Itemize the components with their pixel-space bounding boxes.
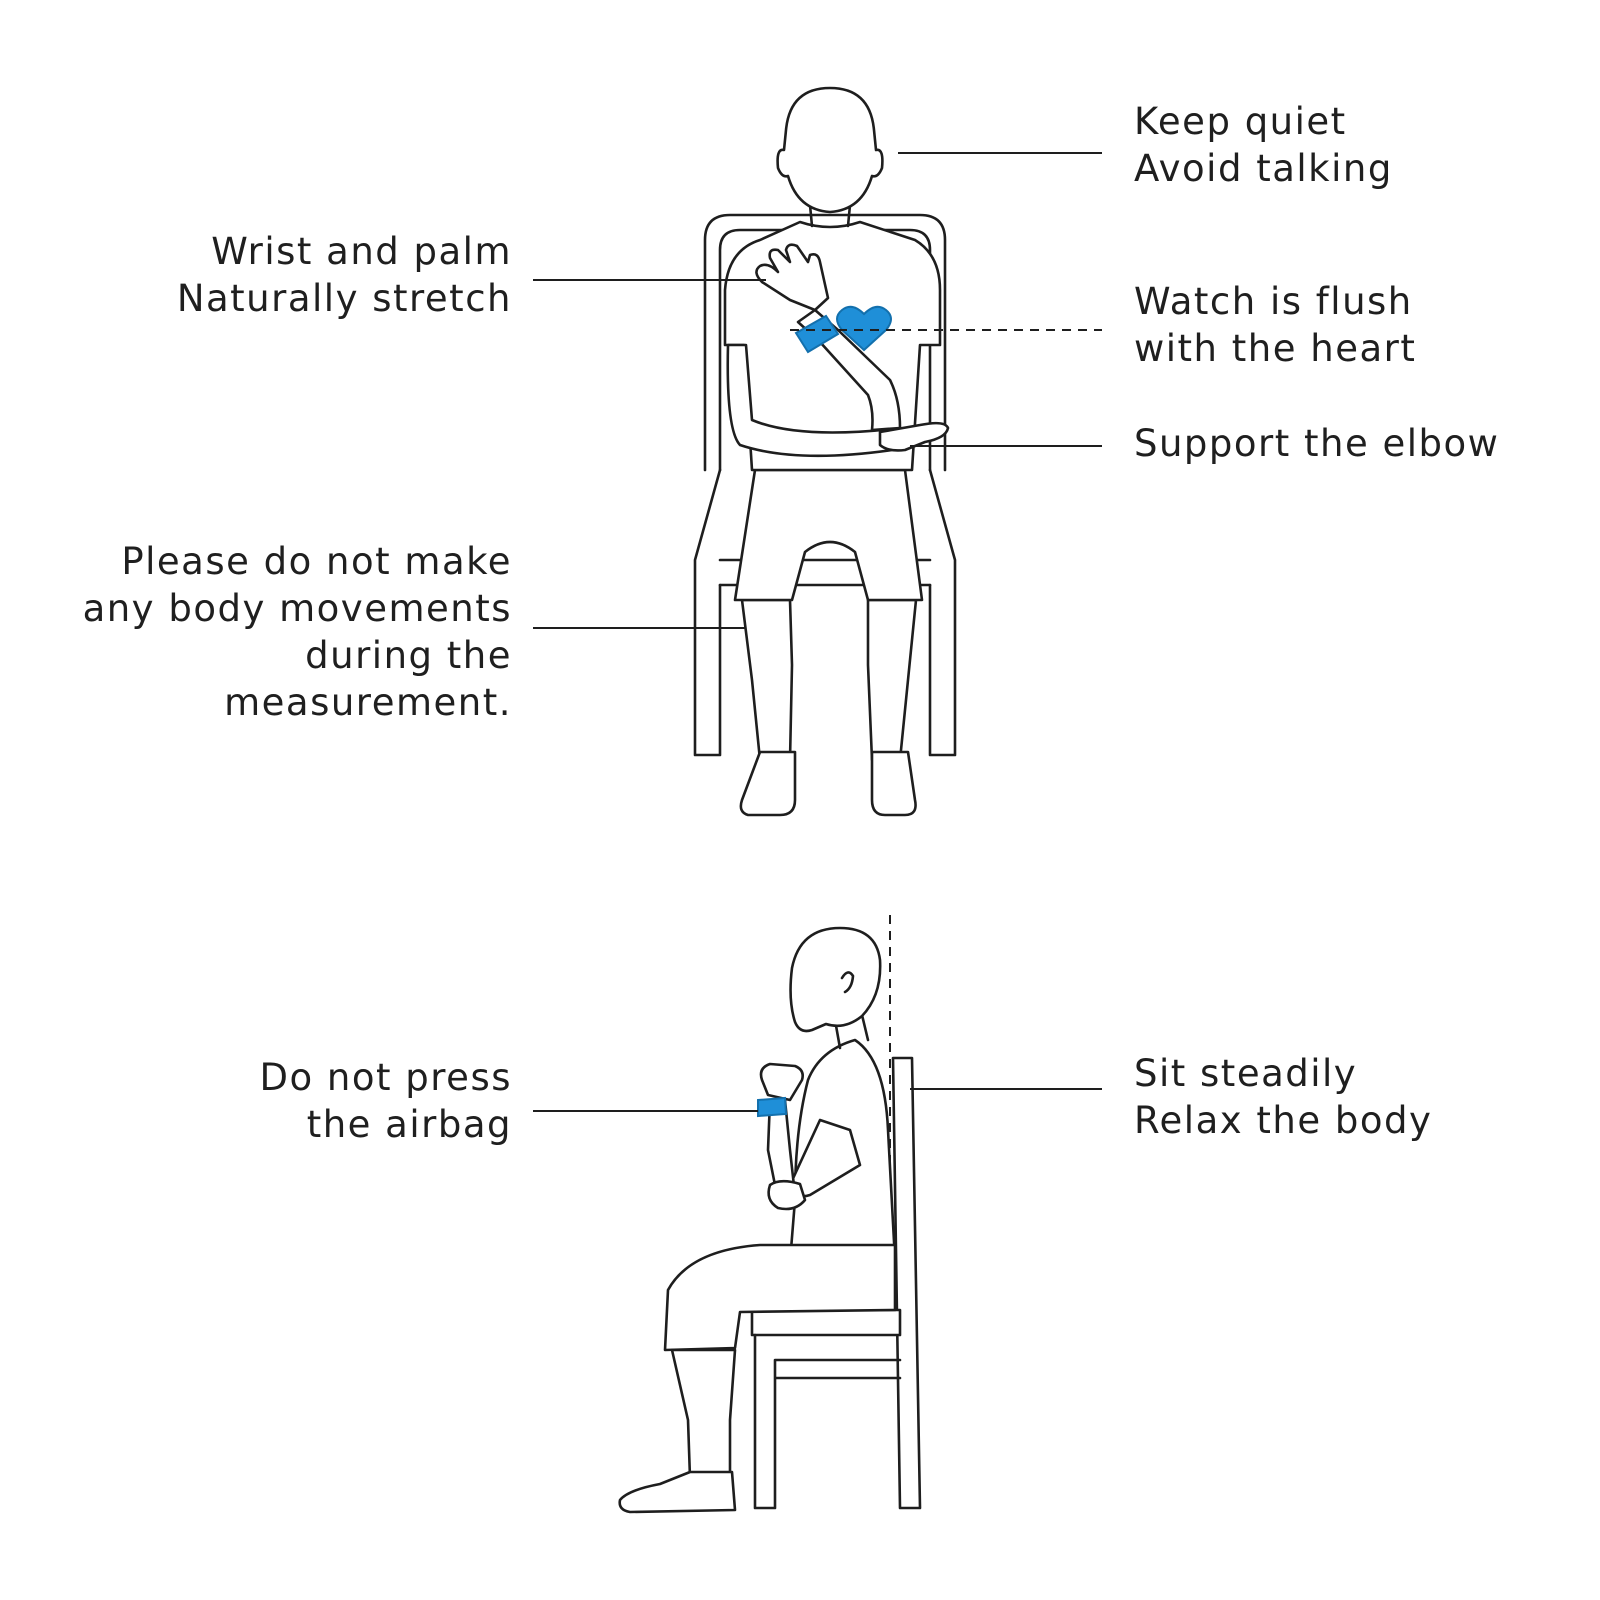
side-watch-band bbox=[757, 1096, 788, 1118]
label-wrist-palm: Wrist and palm Naturally stretch bbox=[177, 228, 512, 322]
sit-steady-line-1: Sit steadily bbox=[1134, 1052, 1358, 1095]
supporting-hand bbox=[878, 421, 950, 452]
watch-band-icon bbox=[794, 314, 840, 354]
label-sit-steady: Sit steadily Relax the body bbox=[1134, 1050, 1432, 1144]
side-chair-back bbox=[891, 1056, 922, 1510]
chair-frame bbox=[693, 468, 722, 757]
label-keep-quiet: Keep quiet Avoid talking bbox=[1134, 98, 1393, 192]
label-no-movement: Please do not make any body movements du… bbox=[83, 538, 512, 726]
wrist-palm-line-2: Naturally stretch bbox=[176, 277, 512, 320]
support-elbow-line-1: Support the elbow bbox=[1134, 422, 1500, 465]
no-movement-line-2: any body movements bbox=[82, 587, 512, 630]
label-watch-heart: Watch is flush with the heart bbox=[1134, 278, 1416, 372]
side-shoe bbox=[618, 1470, 737, 1514]
no-movement-line-4: measurement. bbox=[224, 681, 512, 724]
right-shoe bbox=[870, 750, 917, 817]
shorts bbox=[733, 468, 924, 602]
left-shoe bbox=[739, 750, 797, 817]
airbag-line-1: Do not press bbox=[259, 1056, 512, 1099]
side-fist bbox=[767, 1179, 807, 1211]
hand bbox=[755, 243, 830, 312]
airbag-line-2: the airbag bbox=[306, 1103, 512, 1146]
wrist-palm-line-1: Wrist and palm bbox=[211, 230, 512, 273]
right-leg bbox=[866, 598, 918, 762]
watch-heart-line-2: with the heart bbox=[1134, 327, 1417, 370]
front-view-figure bbox=[693, 86, 1102, 817]
watch-band bbox=[794, 314, 840, 354]
label-airbag: Do not press the airbag bbox=[260, 1054, 512, 1148]
head bbox=[776, 86, 884, 214]
keep-quiet-line-1: Keep quiet bbox=[1134, 100, 1347, 143]
no-movement-line-3: during the bbox=[305, 634, 512, 677]
side-view-figure bbox=[618, 915, 922, 1514]
heart-icon bbox=[836, 305, 892, 352]
sit-steady-line-2: Relax the body bbox=[1134, 1099, 1433, 1142]
left-leg bbox=[740, 598, 794, 762]
side-head bbox=[789, 926, 882, 1033]
side-shorts bbox=[663, 1243, 897, 1352]
side-lower-leg bbox=[670, 1348, 737, 1480]
left-arm bbox=[726, 343, 907, 458]
no-movement-line-1: Please do not make bbox=[121, 540, 512, 583]
chair-back bbox=[703, 213, 947, 472]
side-chair-legs bbox=[753, 1333, 902, 1510]
side-chair-seat bbox=[750, 1308, 902, 1337]
side-hand bbox=[759, 1062, 804, 1102]
label-support-elbow: Support the elbow bbox=[1134, 420, 1499, 467]
watch-heart-line-1: Watch is flush bbox=[1134, 280, 1413, 323]
keep-quiet-line-2: Avoid talking bbox=[1134, 147, 1393, 190]
